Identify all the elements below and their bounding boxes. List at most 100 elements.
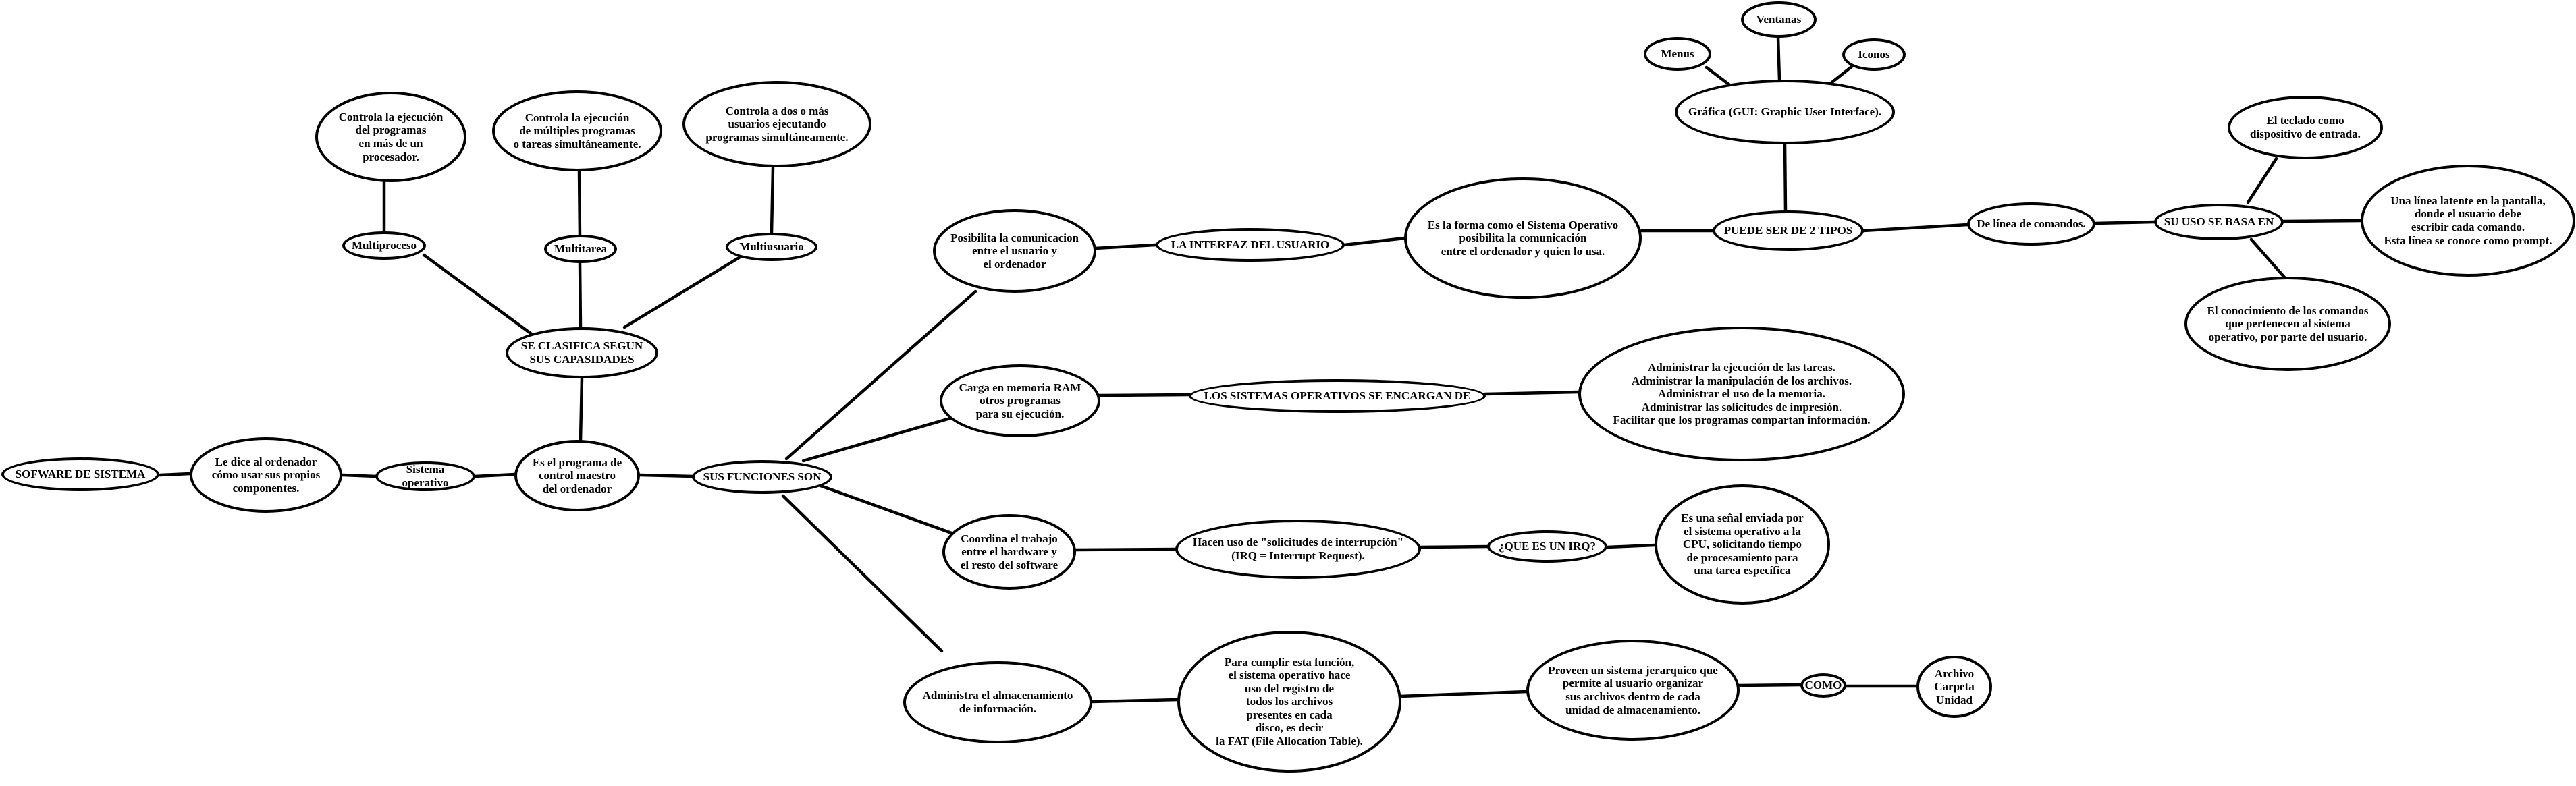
- node-que-es-irq-label: ¿QUE ES UN IRQ?: [1498, 540, 1596, 553]
- node-como-label: COMO: [1804, 679, 1842, 692]
- edge-susfunciones-administra: [781, 494, 944, 653]
- edge-susfunciones-carga: [801, 414, 959, 463]
- node-controla-ejecucion-label: Controla la ejecución del programas en m…: [338, 110, 444, 163]
- node-administra-almacenamiento: Administra el almacenamiento de informac…: [903, 661, 1092, 743]
- edge-hacenuso-queesirq: [1418, 544, 1490, 549]
- node-grafica-label: Gráfica (GUI: Graphic User Interface).: [1688, 105, 1882, 119]
- node-archivo: Archivo Carpeta Unidad: [1916, 656, 1992, 718]
- node-sus-funciones: SUS FUNCIONES SON: [692, 460, 832, 494]
- node-le-dice: Le dice al ordenador cómo usar sus propi…: [190, 437, 342, 513]
- node-sistema-operativo-label: Sistema operativo: [402, 463, 449, 489]
- node-archivo-label: Archivo Carpeta Unidad: [1934, 667, 1975, 706]
- edge-interfaz-esforma: [1342, 236, 1407, 247]
- node-ventanas: Ventanas: [1741, 1, 1817, 38]
- node-es-la-forma-label: Es la forma como el Sistema Operativo po…: [1427, 218, 1619, 258]
- node-puede-ser: PUEDE SER DE 2 TIPOS: [1713, 210, 1864, 251]
- node-es-la-forma: Es la forma como el Sistema Operativo po…: [1404, 177, 1642, 299]
- node-conocimiento-label: El conocimiento de los comandos que pert…: [2207, 304, 2369, 343]
- node-conocimiento: El conocimiento de los comandos que pert…: [2184, 277, 2391, 371]
- node-iconos-label: Iconos: [1858, 48, 1890, 61]
- node-para-cumplir-label: Para cumplir esta función, el sistema op…: [1216, 655, 1363, 748]
- node-se-encargan: LOS SISTEMAS OPERATIVOS SE ENCARGAN DE: [1189, 379, 1486, 413]
- edge-seclasifica-multiusuario: [622, 254, 743, 329]
- node-multiusuario-label: Multiusuario: [739, 240, 804, 254]
- node-proveen: Proveen un sistema jerarquico que permit…: [1526, 640, 1740, 741]
- node-coordina: Coordina el trabajo entre el hardware y …: [942, 514, 1076, 590]
- edge-suuso-teclado: [2246, 157, 2278, 204]
- edge-esprograma-susfunciones: [638, 473, 695, 478]
- edge-paracumplir-proveen: [1398, 690, 1529, 698]
- node-menus: Menus: [1644, 37, 1711, 71]
- edge-seencargan-administrar: [1483, 390, 1581, 396]
- edge-susfunciones-coordina: [815, 482, 957, 536]
- node-posibilita-label: Posibilita la comunicacion entre el usua…: [950, 231, 1079, 271]
- edge-sistemaoperativo-esprograma: [473, 472, 517, 478]
- node-teclado-label: El teclado como dispositivo de entrada.: [2250, 114, 2361, 140]
- node-grafica: Gráfica (GUI: Graphic User Interface).: [1675, 80, 1895, 144]
- edge-multitarea-controla: [577, 168, 582, 238]
- node-multiproceso: Multiproceso: [342, 231, 426, 260]
- node-es-programa-label: Es el programa de control maestro del or…: [532, 455, 622, 495]
- node-hacen-uso-label: Hacen uso de "solicitudes de interrupció…: [1192, 536, 1404, 562]
- edge-ledice-sistemaoperativo: [340, 473, 378, 478]
- edge-esprograma-seclasifica: [579, 376, 584, 442]
- edge-coordina-hacenuso: [1074, 547, 1178, 552]
- node-linea-comandos-label: De línea de comandos.: [1977, 217, 2086, 231]
- node-linea-comandos: De línea de comandos.: [1967, 202, 2095, 246]
- node-como: COMO: [1800, 673, 1846, 698]
- node-ventanas-label: Ventanas: [1756, 13, 1802, 26]
- edge-puedeser-lineacomandos: [1861, 223, 1970, 233]
- node-administrar-lista: Administrar la ejecución de las tareas. …: [1578, 327, 1905, 461]
- node-carga-memoria-label: Carga en memoria RAM otros programas par…: [959, 381, 1081, 420]
- node-posibilita: Posibilita la comunicacion entre el usua…: [933, 209, 1096, 293]
- edge-queesirq-senal: [1605, 543, 1657, 549]
- node-linea-latente-label: Una línea latente en la pantalla, donde …: [2384, 194, 2552, 247]
- node-linea-latente: Una línea latente en la pantalla, donde …: [2361, 165, 2575, 277]
- edge-sofware-ledice: [158, 472, 192, 477]
- node-interfaz-label: LA INTERFAZ DEL USUARIO: [1171, 238, 1330, 252]
- node-sus-funciones-label: SUS FUNCIONES SON: [703, 470, 822, 484]
- node-controla-usuarios: Controla a dos o más usuarios ejecutando…: [682, 81, 871, 167]
- node-sofware-sistema: SOFWARE DE SISTEMA: [1, 457, 159, 491]
- edge-seclasifica-multiproceso: [422, 253, 535, 337]
- node-iconos: Iconos: [1842, 38, 1906, 71]
- node-sistema-operativo: Sistema operativo: [375, 461, 475, 491]
- node-puede-ser-label: PUEDE SER DE 2 TIPOS: [1723, 224, 1853, 237]
- node-interfaz: LA INTERFAZ DEL USUARIO: [1156, 228, 1345, 262]
- node-para-cumplir: Para cumplir esta función, el sistema op…: [1177, 631, 1401, 773]
- node-multitarea: Multitarea: [544, 235, 617, 263]
- node-menus-label: Menus: [1661, 47, 1694, 61]
- node-controla-multiples-label: Controla la ejecución de múltiples progr…: [513, 111, 641, 150]
- edge-seclasifica-multitarea: [578, 261, 583, 329]
- node-le-dice-label: Le dice al ordenador cómo usar sus propi…: [211, 455, 321, 495]
- node-su-uso-label: SU USO SE BASA EN: [2164, 215, 2274, 229]
- edge-suuso-conocimiento: [2249, 237, 2287, 280]
- node-administra-almacenamiento-label: Administra el almacenamiento de informac…: [922, 689, 1073, 715]
- node-administrar-lista-label: Administrar la ejecución de las tareas. …: [1613, 361, 1871, 427]
- node-controla-ejecucion: Controla la ejecución del programas en m…: [315, 92, 466, 182]
- edge-grafica-menus: [1705, 65, 1734, 88]
- edge-posibilita-interfaz: [1093, 243, 1158, 250]
- node-se-clasifica-label: SE CLASIFICA SEGUN SUS CAPASIDADES: [520, 339, 643, 366]
- node-que-es-irq: ¿QUE ES UN IRQ?: [1487, 530, 1607, 563]
- node-multiproceso-label: Multiproceso: [351, 239, 417, 252]
- edge-lineacomandos-suuso: [2093, 220, 2157, 225]
- node-su-uso: SU USO SE BASA EN: [2154, 204, 2284, 240]
- edge-administra-paracumplir: [1090, 698, 1180, 704]
- node-teclado: El teclado como dispositivo de entrada.: [2228, 96, 2383, 159]
- edge-multiusuario-controla: [770, 165, 775, 235]
- node-controla-multiples: Controla la ejecución de múltiples progr…: [492, 90, 662, 171]
- node-carga-memoria: Carga en memoria RAM otros programas par…: [940, 364, 1100, 437]
- edge-susfunciones-posibilita: [784, 289, 977, 461]
- node-se-encargan-label: LOS SISTEMAS OPERATIVOS SE ENCARGAN DE: [1204, 389, 1471, 403]
- node-senal-label: Es una señal enviada por el sistema oper…: [1681, 511, 1804, 578]
- node-proveen-label: Proveen un sistema jerarquico que permit…: [1548, 663, 1718, 717]
- node-hacen-uso: Hacen uso de "solicitudes de interrupció…: [1175, 520, 1421, 579]
- node-multitarea-label: Multitarea: [554, 242, 608, 256]
- node-se-clasifica: SE CLASIFICA SEGUN SUS CAPASIDADES: [506, 327, 658, 378]
- node-controla-usuarios-label: Controla a dos o más usuarios ejecutando…: [705, 104, 849, 144]
- node-es-programa: Es el programa de control maestro del or…: [514, 440, 640, 511]
- node-multiusuario: Multiusuario: [726, 233, 817, 261]
